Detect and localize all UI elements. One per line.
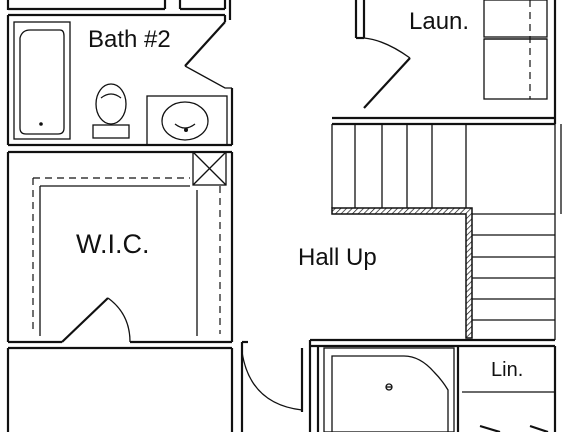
laundry-door [363,37,411,109]
bath-2-room: Bath #2 [6,0,234,147]
shower-fixture [323,347,455,432]
toilet-fixture [92,83,130,139]
bathtub-fixture [13,21,71,140]
attic-access-icon [192,151,227,186]
walk-in-closet-room: W.I.C. [6,150,234,350]
hall-bedroom-door [241,348,304,412]
closet-shelf-lines [32,177,221,336]
room-label-bath-2: Bath #2 [88,26,171,53]
washer-dryer-fixture [483,0,548,100]
vanity-sink-fixture [146,95,228,146]
room-label-wic: W.I.C. [76,229,150,259]
hall-area: Hall Up [241,244,377,412]
linen-closet: Lin. [462,346,557,432]
bedroom-fragment [6,342,244,432]
room-label-linen: Lin. [491,359,523,381]
bath-2-door [184,21,232,89]
staircase [331,124,562,340]
lower-bath-room [308,338,555,432]
laundry-room: Laun. [332,0,557,126]
closet-door [61,297,131,343]
room-label-hall-up: Hall Up [298,244,377,271]
room-label-laundry: Laun. [409,8,469,35]
